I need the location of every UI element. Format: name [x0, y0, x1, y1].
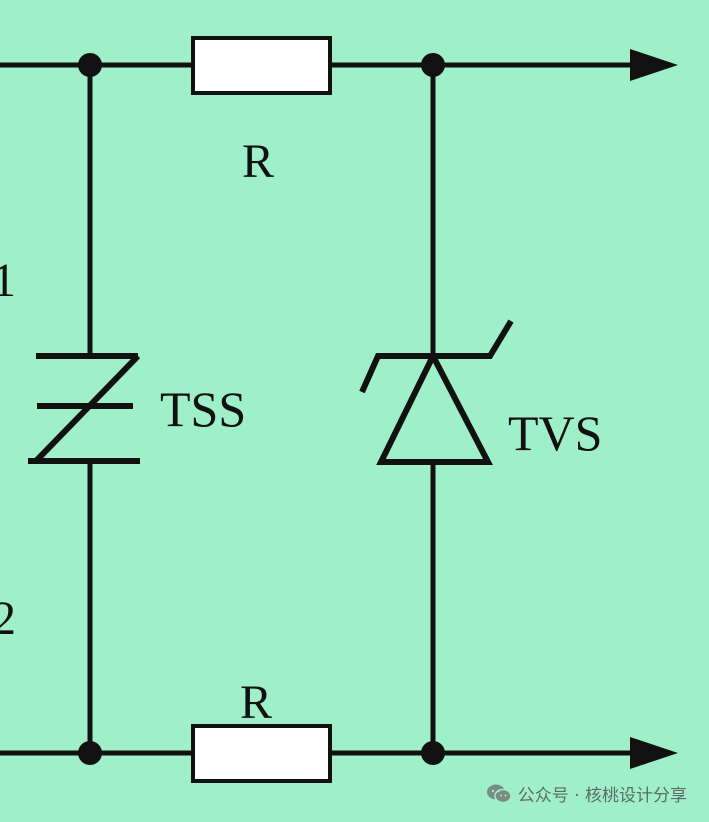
top-resistor — [191, 36, 332, 95]
junction-top-right — [421, 53, 445, 77]
tss-symbol — [28, 353, 141, 464]
watermark-text: 公众号 · 核桃设计分享 — [517, 786, 687, 806]
top-output-arrow — [630, 49, 678, 81]
junction-bottom-right — [421, 741, 445, 765]
label-r-bottom: R — [240, 676, 272, 729]
wechat-icon — [486, 783, 512, 805]
junction-bottom-left — [78, 741, 102, 765]
terminal-label-1: 1 — [0, 254, 16, 307]
label-tss: TSS — [160, 381, 246, 437]
terminal-label-2: 2 — [0, 592, 16, 645]
label-tvs: TVS — [508, 405, 602, 461]
label-r-top: R — [242, 135, 274, 188]
tvs-symbol — [359, 319, 514, 465]
watermark: 公众号 · 核桃设计分享 — [486, 781, 687, 806]
bottom-output-arrow — [630, 737, 678, 769]
junction-top-left — [78, 53, 102, 77]
bottom-resistor — [191, 724, 332, 783]
